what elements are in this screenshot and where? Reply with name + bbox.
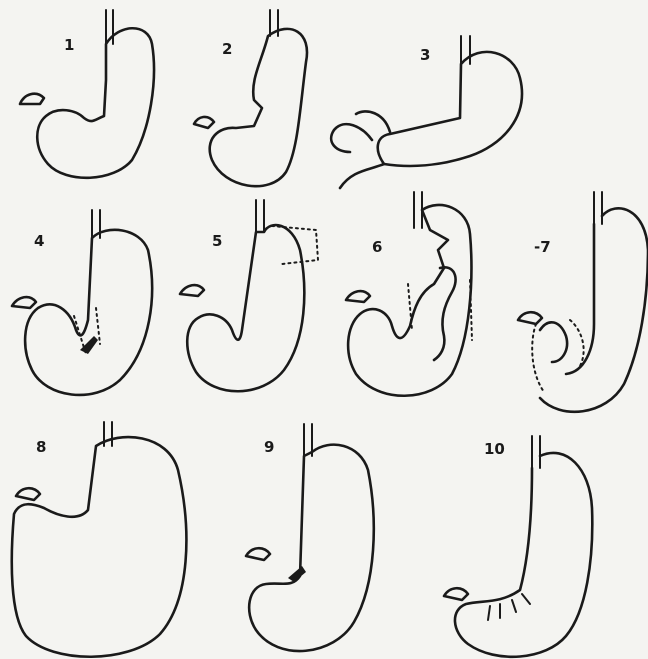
panel-label-3: 3 — [420, 46, 430, 64]
panel-7-stomach — [518, 192, 648, 412]
panel-label-1: 1 — [64, 36, 74, 54]
panel-label-2: 2 — [222, 40, 232, 58]
panel-label-8: 8 — [36, 438, 46, 456]
panel-8-stomach — [12, 422, 187, 657]
panel-9-stomach — [246, 424, 374, 651]
panel-4-stomach — [12, 210, 152, 395]
panel-10-stomach — [444, 436, 592, 657]
panel-label-4: 4 — [34, 232, 44, 250]
panel-6-stomach — [346, 192, 472, 396]
panel-label-7: -7 — [534, 238, 551, 256]
panel-label-9: 9 — [264, 438, 274, 456]
panel-1-stomach — [20, 10, 154, 178]
panel-5-stomach — [180, 200, 318, 391]
panel-label-6: 6 — [372, 238, 382, 256]
panel-label-5: 5 — [212, 232, 222, 250]
panel-2-stomach — [194, 10, 307, 186]
panel-label-10: 10 — [484, 440, 505, 458]
